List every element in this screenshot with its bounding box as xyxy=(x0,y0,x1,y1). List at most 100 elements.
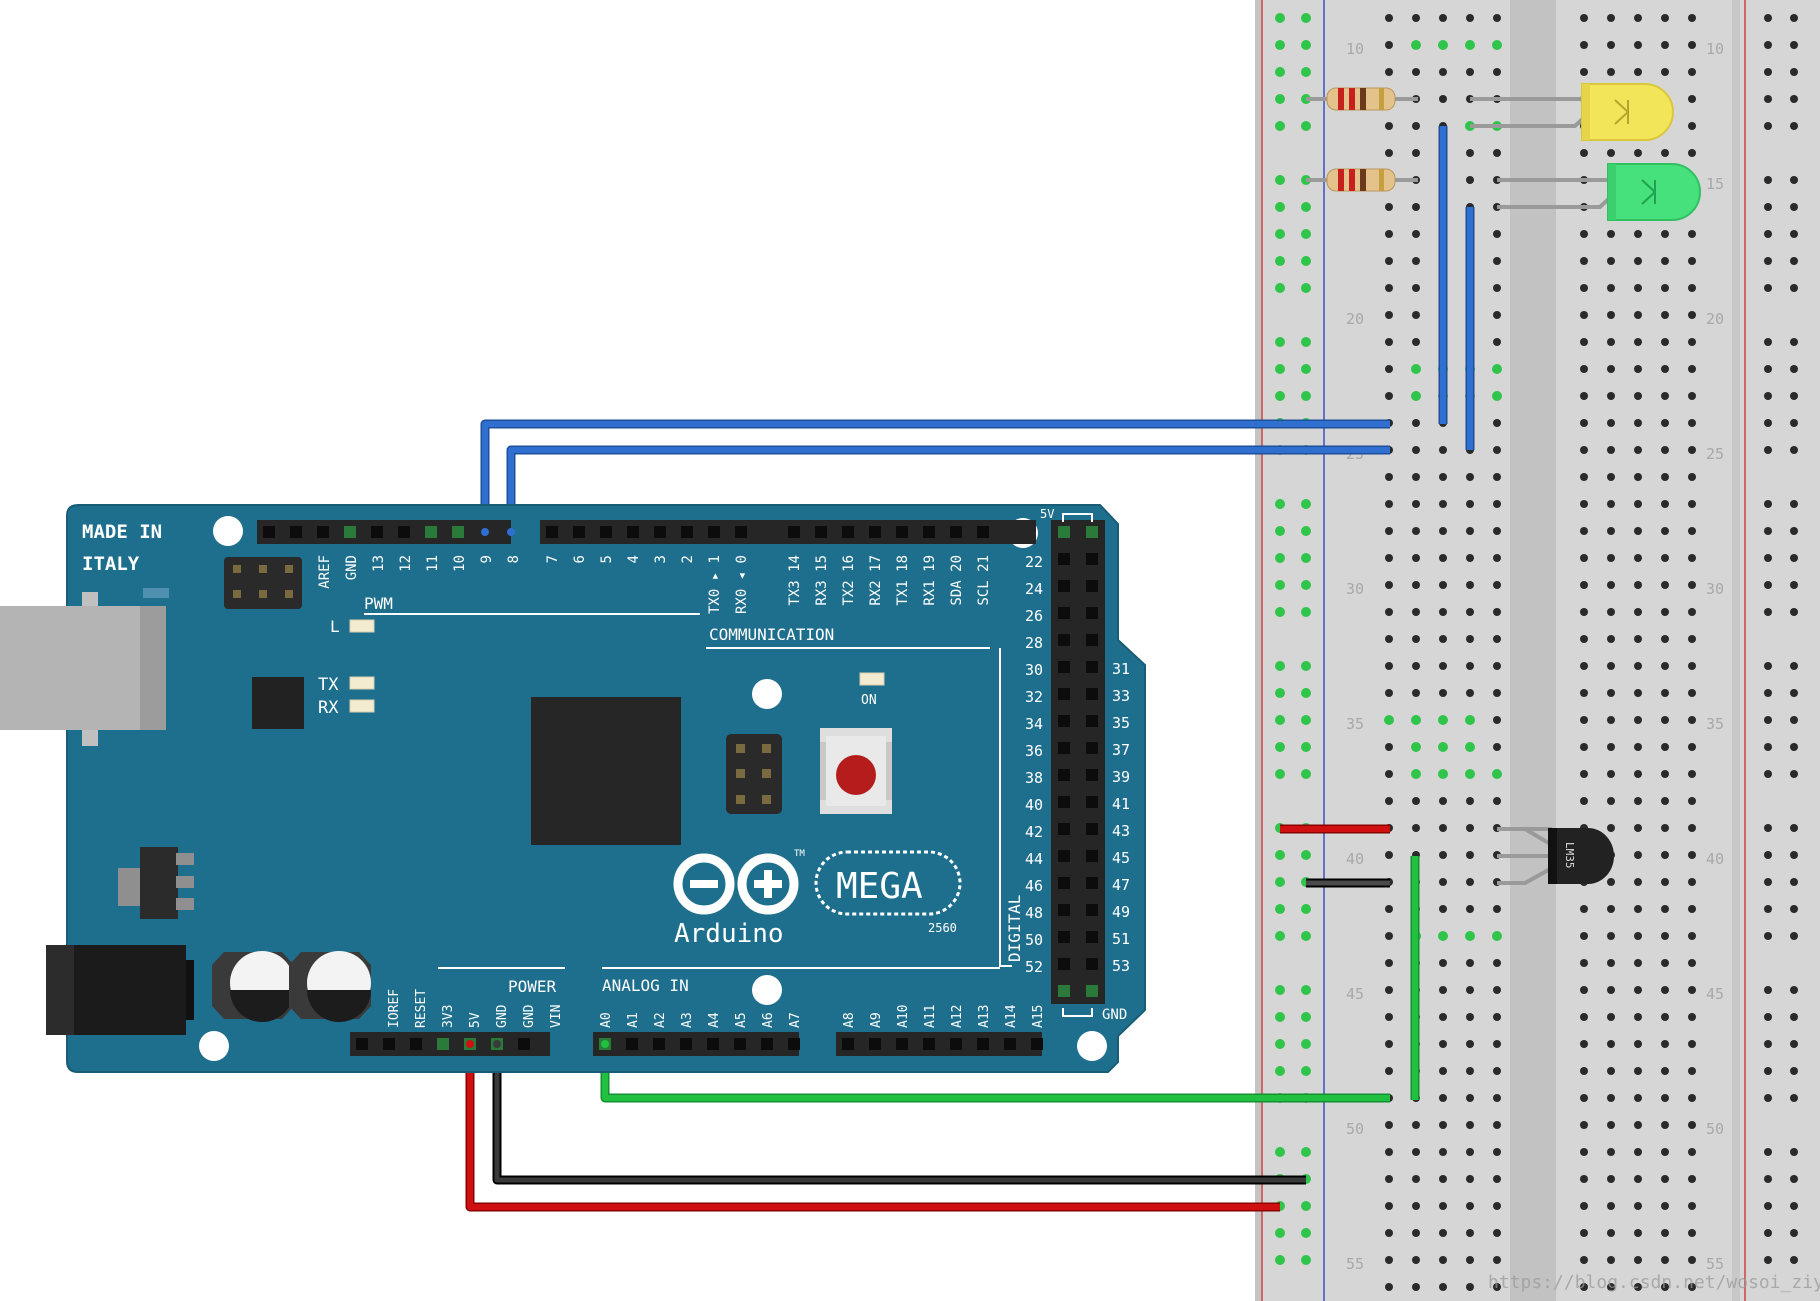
rail-hole xyxy=(1764,986,1772,994)
breadboard-hole xyxy=(1607,743,1615,751)
breadboard-hole xyxy=(1412,527,1420,535)
tm-label: TM xyxy=(794,849,805,859)
breadboard-hole xyxy=(1607,1229,1615,1237)
pin-label-power: GND xyxy=(522,1004,537,1028)
header-pin xyxy=(1058,661,1070,673)
pin-label-analog: A15 xyxy=(1031,1005,1046,1028)
breadboard-hole xyxy=(1412,338,1420,346)
breadboard-hole xyxy=(1493,527,1501,535)
breadboard-hole xyxy=(1661,14,1669,22)
breadboard-hole xyxy=(1466,500,1474,508)
breadboard-hole xyxy=(1493,689,1501,697)
breadboard-row-number: 15 xyxy=(1706,175,1724,193)
breadboard-hole xyxy=(1661,446,1669,454)
rail-hole xyxy=(1790,824,1798,832)
breadboard-hole xyxy=(1439,1175,1447,1183)
reset-button xyxy=(820,728,892,814)
breadboard-hole xyxy=(1438,769,1448,779)
rail-hole xyxy=(1790,338,1798,346)
breadboard-hole xyxy=(1493,284,1501,292)
breadboard-hole xyxy=(1634,905,1642,913)
breadboard-hole xyxy=(1493,338,1501,346)
header-pin xyxy=(1086,526,1098,538)
breadboard-hole xyxy=(1385,365,1393,373)
breadboard-hole xyxy=(1466,149,1474,157)
rail-hole xyxy=(1764,851,1772,859)
breadboard-hole xyxy=(1688,1094,1696,1102)
breadboard-hole xyxy=(1688,959,1696,967)
rail-hole xyxy=(1301,1039,1311,1049)
breadboard-row-number: 40 xyxy=(1706,850,1724,868)
breadboard-hole xyxy=(1412,1283,1420,1291)
breadboard-hole xyxy=(1385,662,1393,670)
breadboard-hole xyxy=(1607,392,1615,400)
breadboard-hole xyxy=(1466,662,1474,670)
header-pin xyxy=(735,526,747,538)
pin-label-top: 12 xyxy=(398,555,414,572)
breadboard-hole xyxy=(1688,878,1696,886)
rail-hole xyxy=(1275,1255,1285,1265)
usb-connector xyxy=(0,592,166,746)
breadboard-hole xyxy=(1439,581,1447,589)
breadboard-hole xyxy=(1634,365,1642,373)
pin-label-top: RX1 19 xyxy=(922,555,938,606)
header-pin xyxy=(896,526,908,538)
rail-hole xyxy=(1301,229,1311,239)
breadboard-hole xyxy=(1385,203,1393,211)
breadboard-hole xyxy=(1607,797,1615,805)
breadboard-hole xyxy=(1439,1256,1447,1264)
voltage-regulator xyxy=(118,847,194,919)
header-pin xyxy=(1058,931,1070,943)
breadboard-hole xyxy=(1661,824,1669,832)
pin-label-analog: A7 xyxy=(788,1012,803,1028)
header-pin xyxy=(1058,769,1070,781)
header-pin xyxy=(383,1038,395,1050)
pin-label-digital: 44 xyxy=(1025,850,1043,868)
rail-hole xyxy=(1275,337,1285,347)
rail-hole xyxy=(1764,770,1772,778)
breadboard-hole xyxy=(1385,959,1393,967)
rail-hole xyxy=(1275,67,1285,77)
rail-hole xyxy=(1301,202,1311,212)
breadboard-hole xyxy=(1634,392,1642,400)
rail-hole xyxy=(1790,932,1798,940)
breadboard-hole xyxy=(1607,446,1615,454)
breadboard-hole xyxy=(1385,932,1393,940)
header-pin xyxy=(1086,823,1098,835)
breadboard-hole xyxy=(1688,1175,1696,1183)
pin-label-analog: A4 xyxy=(707,1012,722,1028)
breadboard-hole xyxy=(1607,1202,1615,1210)
breadboard-hole xyxy=(1634,932,1642,940)
breadboard-hole xyxy=(1688,986,1696,994)
breadboard-hole xyxy=(1385,527,1393,535)
breadboard-hole xyxy=(1466,1256,1474,1264)
breadboard-hole xyxy=(1688,932,1696,940)
breadboard-hole xyxy=(1438,715,1448,725)
pin-label-analog: A1 xyxy=(626,1012,641,1028)
breadboard-hole xyxy=(1412,257,1420,265)
header-pin xyxy=(680,1038,692,1050)
breadboard-hole xyxy=(1634,986,1642,994)
rail-hole xyxy=(1790,743,1798,751)
rail-hole xyxy=(1301,121,1311,131)
breadboard-hole xyxy=(1688,905,1696,913)
breadboard-hole xyxy=(1465,40,1475,50)
rail-hole xyxy=(1790,446,1798,454)
breadboard-hole xyxy=(1661,419,1669,427)
breadboard-hole xyxy=(1634,527,1642,535)
breadboard-hole xyxy=(1580,284,1588,292)
brand-label: Arduino xyxy=(674,919,784,949)
breadboard-hole xyxy=(1688,1013,1696,1021)
rail-hole xyxy=(1301,607,1311,617)
breadboard-hole xyxy=(1385,581,1393,589)
breadboard-hole xyxy=(1607,1148,1615,1156)
rail-hole xyxy=(1790,608,1798,616)
breadboard-hole xyxy=(1688,554,1696,562)
rail-hole xyxy=(1275,202,1285,212)
rail-hole xyxy=(1275,607,1285,617)
breadboard-hole xyxy=(1439,14,1447,22)
power-label: POWER xyxy=(508,977,557,996)
breadboard-hole xyxy=(1439,689,1447,697)
breadboard-hole xyxy=(1607,41,1615,49)
model-label: MEGA xyxy=(836,866,923,907)
